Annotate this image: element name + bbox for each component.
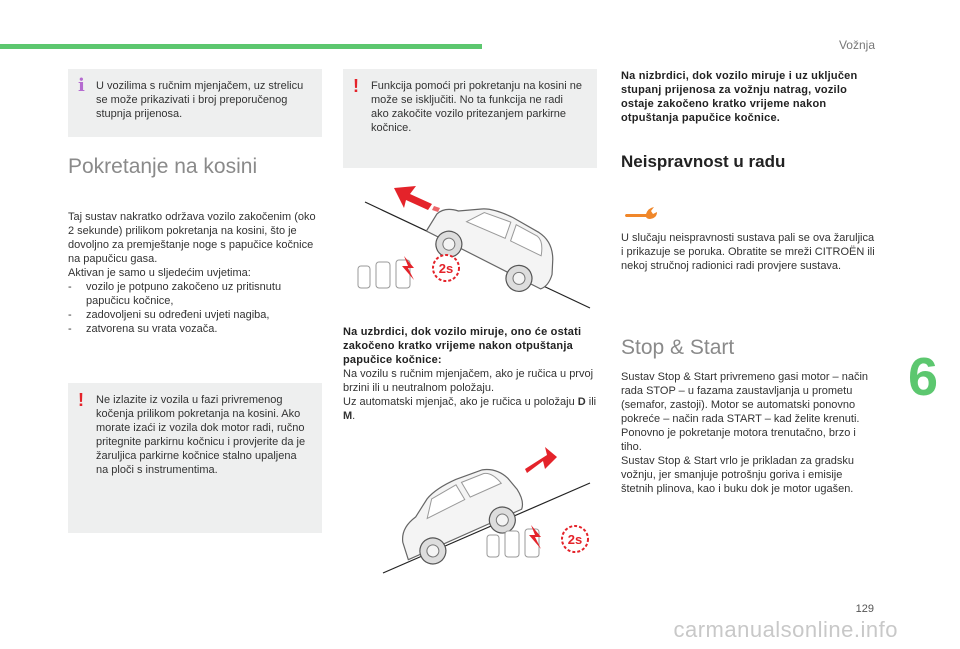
malfunction-text: U slučaju neispravnosti sustava pali se …	[621, 232, 875, 272]
list-item: zadovoljeni su određeni uvjeti nagiba,	[68, 308, 322, 322]
section-title: Vožnja	[838, 38, 875, 52]
hill-start-description: Taj sustav nakratko održava vozilo zakoč…	[68, 210, 322, 336]
stop-start-para-3: Sustav Stop & Start vrlo je prikladan za…	[621, 455, 854, 495]
timer-2s-icon: 2s	[432, 254, 460, 282]
uphill-line-1: Na vozilu s ručnim mjenjačem, ako je ruč…	[343, 368, 594, 394]
hill-start-para-2: Aktivan je samo u sljedećim uvjetima:	[68, 267, 251, 279]
heading-malfunction: Neispravnost u radu	[621, 152, 786, 171]
info-icon: i	[78, 75, 85, 96]
hill-start-para-1: Taj sustav nakratko održava vozilo zakoč…	[68, 211, 316, 265]
uphill-bold-text: Na uzbrdici, dok vozilo miruje, ono će o…	[343, 326, 582, 366]
heading-stop-start: Stop & Start	[621, 336, 735, 359]
info-note: i U vozilima s ručnim mjenjačem, uz stre…	[68, 69, 322, 137]
uphill-description: Na uzbrdici, dok vozilo miruje, ono će o…	[343, 325, 597, 423]
downhill-illustration: 2s	[375, 445, 595, 577]
list-item: zatvorena su vrata vozača.	[68, 322, 322, 336]
downhill-bold-text: Na nizbrdici, dok vozilo miruje i uz ukl…	[621, 70, 858, 124]
timer-label: 2s	[439, 261, 453, 276]
car-uphill-body	[425, 208, 554, 292]
car-downhill-body	[401, 468, 524, 565]
column-2: ! Funkcija pomoći pri pokretanju na kosi…	[343, 69, 597, 168]
list-item: vozilo je potpuno zakočeno uz pritisnutu…	[68, 280, 322, 308]
arrow-icon	[525, 447, 557, 473]
info-note-text: U vozilima s ručnim mjenjačem, uz streli…	[96, 80, 304, 120]
gear-d: D	[577, 396, 586, 408]
stop-start-para-2: Ponovno je pokretanje motora trenutačno,…	[621, 427, 856, 453]
column-1: i U vozilima s ručnim mjenjačem, uz stre…	[68, 69, 322, 137]
arrow-icon	[394, 186, 440, 212]
car-illustration: 2s	[357, 186, 591, 309]
uphill-line-2: Uz automatski mjenjač, ako je ručica u p…	[343, 396, 597, 422]
wrench-icon	[624, 202, 660, 222]
stop-start-para-1: Sustav Stop & Start privremeno gasi moto…	[621, 371, 869, 425]
watermark: carmanualsonline.info	[673, 617, 898, 642]
pedal-icon	[486, 525, 541, 558]
warning-note-hill-start: ! Ne izlazite iz vozila u fazi privremen…	[68, 383, 322, 533]
warning-icon: !	[353, 76, 359, 96]
conditions-list: vozilo je potpuno zakočeno uz pritisnutu…	[68, 280, 322, 336]
warning-note-function: ! Funkcija pomoći pri pokretanju na kosi…	[343, 69, 597, 168]
timer-2s-icon: 2s	[561, 525, 589, 553]
uphill-illustration: 2s	[350, 182, 595, 312]
pedal-icon	[357, 256, 414, 289]
page-number: 129	[855, 603, 874, 615]
timer-label: 2s	[568, 532, 582, 547]
stop-start-description: Sustav Stop & Start privremeno gasi moto…	[621, 370, 877, 496]
warning-note-text: Ne izlazite iz vozila u fazi privremenog…	[96, 394, 306, 476]
chapter-color-bar	[0, 44, 482, 49]
car-illustration: 2s	[382, 447, 591, 574]
warning-note-text: Funkcija pomoći pri pokretanju na kosini…	[371, 80, 582, 134]
warning-icon: !	[78, 390, 84, 410]
chapter-number: 6	[907, 347, 938, 407]
column-1-warning: ! Ne izlazite iz vozila u fazi privremen…	[68, 383, 322, 533]
gear-m: M	[343, 410, 353, 422]
heading-hill-start: Pokretanje na kosini	[68, 155, 258, 178]
